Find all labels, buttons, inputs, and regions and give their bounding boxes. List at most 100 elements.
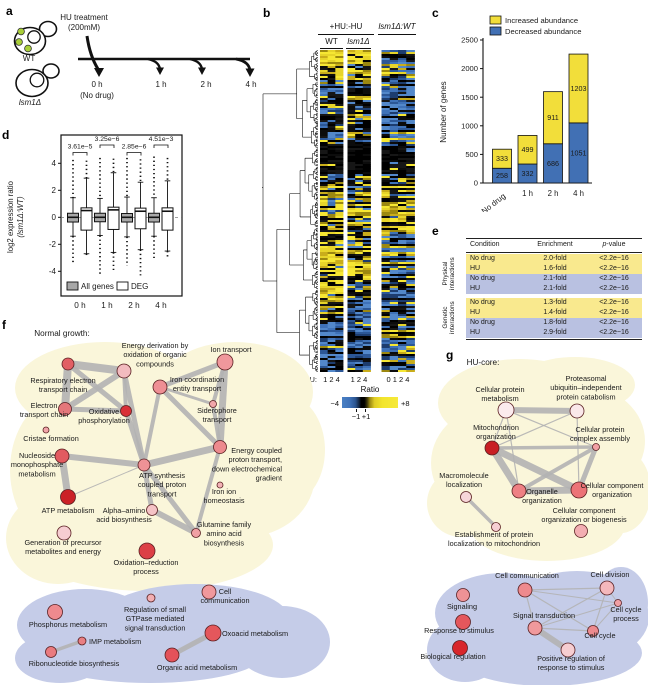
- network-node-label: phosphorylation: [78, 416, 130, 425]
- network-node-label: biosynthesis: [204, 538, 245, 547]
- mutant-cell-vacuole: [29, 72, 45, 88]
- p-body-dot: [15, 38, 23, 46]
- network-edge: [518, 486, 580, 495]
- panel-letter-g: g: [446, 348, 454, 362]
- p-value: 2.85e−6: [122, 144, 147, 151]
- network-node: [527, 620, 543, 636]
- network-node: [460, 491, 472, 503]
- y-tick-label: 2500: [461, 36, 478, 45]
- network-node-label: amino acid: [206, 529, 241, 538]
- bar-value-decreased: 1051: [571, 148, 587, 157]
- network-node-label: Phosphorus metabolism: [29, 620, 107, 629]
- network-node: [455, 614, 471, 630]
- network-node: [484, 440, 500, 456]
- network-node-label: Biological regulation: [420, 652, 485, 661]
- network-node-label: organization: [476, 432, 516, 441]
- network-node-label: Cell cycle: [584, 631, 615, 640]
- colorbar-tick: [356, 409, 357, 412]
- panel-letter-e: e: [432, 224, 439, 238]
- network-node-label: Ion transport: [211, 345, 252, 354]
- table-header-cell: Enrichment: [537, 241, 573, 248]
- network-node-label: Regulation of small: [124, 605, 186, 614]
- colorbar-max: +8: [401, 399, 410, 408]
- table-cell-c: HU: [470, 265, 481, 272]
- legend-label-deg: DEG: [131, 282, 148, 291]
- network-node-label: ATP metabolism: [42, 506, 95, 515]
- timepoint-0h: 0 h: [91, 80, 102, 89]
- network-node: [491, 522, 501, 532]
- network-node-label: Siderophore: [197, 406, 237, 415]
- network-edge: [524, 587, 608, 591]
- table-cell-c: HU: [470, 329, 481, 336]
- arrowhead-2h: [198, 67, 206, 75]
- legend-label: Decreased abundance: [505, 27, 581, 36]
- table-cell-c: No drug: [470, 275, 495, 282]
- network-node-label: oxidation of organic: [123, 350, 187, 359]
- network-node-label: ATP synthesis: [139, 471, 185, 480]
- table-cell-c: No drug: [470, 299, 495, 306]
- colorbar-lo: −1: [351, 412, 361, 421]
- table-header-cell: p-value: [602, 241, 626, 248]
- table-cell-p: <2.2e−16: [599, 299, 629, 306]
- network-node-label: Alpha–amino: [103, 506, 146, 515]
- network-node-label: process: [613, 614, 639, 623]
- header-underline: [378, 34, 416, 35]
- legend-swatch-deg: [116, 281, 129, 291]
- network-edge: [576, 410, 580, 491]
- table-cell-p: <2.2e−16: [599, 319, 629, 326]
- y-tick-label: 1000: [461, 121, 478, 130]
- network-node: [138, 542, 156, 560]
- network-node-label: Oxidation–reduction: [114, 558, 179, 567]
- wt-cell-vacuole: [27, 30, 41, 44]
- network-edge: [194, 446, 222, 534]
- network-node-label: Respiratory electron: [30, 376, 95, 385]
- network-edge: [211, 403, 222, 448]
- table-cell-c: HU: [470, 285, 481, 292]
- network-title: HU-core:: [467, 358, 500, 367]
- network-node: [204, 624, 222, 642]
- table-cell-c: No drug: [470, 319, 495, 326]
- y-tick-label: -2: [49, 240, 57, 249]
- network-edge: [159, 385, 214, 406]
- timepoint-4h: 4 h: [245, 80, 256, 89]
- network-edge: [142, 463, 198, 535]
- plot-frame: [60, 134, 183, 297]
- network-node-label: Cell division: [591, 570, 630, 579]
- network-node-label: Iron coordination: [170, 375, 224, 384]
- network-title: Normal growth:: [34, 329, 90, 338]
- network-node: [61, 357, 75, 371]
- network-edge: [464, 495, 498, 529]
- network-edge: [216, 361, 229, 448]
- legend-swatch: [489, 26, 502, 36]
- timepoint-1h: 1 h: [155, 80, 166, 89]
- network-node-label: Cristae formation: [23, 434, 79, 443]
- network-edge: [505, 407, 578, 414]
- network-node: [587, 625, 599, 637]
- p-value-bracket: [153, 144, 169, 148]
- network-edge: [534, 587, 608, 629]
- network-node-label: response to stimulus: [538, 663, 605, 672]
- network-node: [47, 604, 63, 620]
- network-node-label: Generation of precursor: [24, 538, 102, 547]
- network-node-label: Organelle: [526, 487, 558, 496]
- network-node: [570, 481, 588, 499]
- network-node-label: metabolism: [481, 394, 518, 403]
- p-value: 3.25e−6: [95, 136, 120, 143]
- network-node: [569, 403, 585, 419]
- x-category-label: 0 h: [74, 301, 86, 310]
- network-node-label: organization: [592, 490, 632, 499]
- treatment-dose: (200mM): [68, 23, 100, 32]
- network-edge: [159, 359, 226, 390]
- table-cell-p: <2.2e−16: [599, 285, 629, 292]
- network-node: [137, 458, 151, 472]
- table-cell-e: 2.1-fold: [543, 285, 567, 292]
- panel-f-network: Normal growth:Respiratory electrontransp…: [6, 329, 330, 683]
- bar-increased: [568, 53, 589, 124]
- network-node-label: Electron: [31, 401, 58, 410]
- y-tick-label: -4: [49, 267, 57, 276]
- box: [80, 207, 93, 231]
- colorbar-hi: +1: [361, 412, 371, 421]
